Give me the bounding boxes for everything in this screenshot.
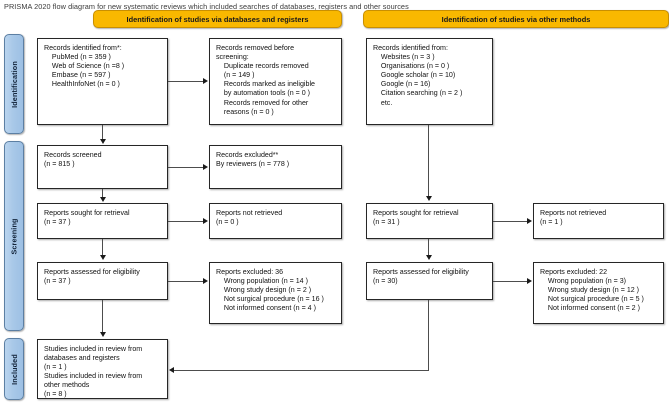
stage-bar-included: Included — [4, 338, 24, 400]
arrowhead-assessed-to-excluded — [203, 278, 208, 284]
arrowhead-other-assessed-to-excluded — [527, 278, 532, 284]
arrowhead-identified-to-screened — [99, 139, 106, 144]
box-records-excluded: Records excluded** By reviewers (n = 778… — [209, 145, 342, 189]
stage-label-identification: Identification — [9, 60, 19, 108]
box-reports-excluded-databases: Reports excluded: 36 Wrong population (n… — [209, 262, 342, 324]
arrowhead-sought-to-assessed — [99, 255, 106, 260]
diagram-caption: PRISMA 2020 flow diagram for new systema… — [4, 2, 409, 11]
box-reports-sought-databases: Reports sought for retrieval (n = 37 ) — [37, 203, 168, 239]
stage-label-included: Included — [9, 353, 19, 385]
connector-other-identified-to-sought — [428, 125, 429, 197]
box-reports-sought-other-methods: Reports sought for retrieval (n = 31 ) — [366, 203, 493, 239]
arrowhead-other-sought-to-assessed — [425, 255, 432, 260]
connector-other-assessed-to-included-horizontal — [174, 370, 429, 371]
header-other-methods: Identification of studies via other meth… — [363, 10, 669, 28]
arrowhead-sought-to-not-retrieved — [203, 218, 208, 224]
connector-sought-to-not-retrieved — [168, 221, 204, 222]
header-databases-and-registers: Identification of studies via databases … — [93, 10, 342, 28]
connector-other-sought-to-assessed — [428, 239, 429, 255]
connector-identified-to-removed — [168, 81, 204, 82]
arrowhead-other-identified-to-sought — [425, 196, 432, 201]
connector-other-assessed-to-excluded — [493, 281, 528, 282]
box-records-identified-other-methods: Records identified from: Websites (n = 3… — [366, 38, 493, 125]
connector-assessed-to-excluded — [168, 281, 204, 282]
box-reports-not-retrieved-databases: Reports not retrieved (n = 0 ) — [209, 203, 342, 239]
box-reports-assessed-databases: Reports assessed for eligibility (n = 37… — [37, 262, 168, 300]
connector-other-sought-to-not-retrieved — [493, 221, 528, 222]
connector-screened-to-excluded — [168, 167, 204, 168]
box-records-identified-databases: Records identified from*: PubMed (n = 35… — [37, 38, 168, 125]
box-records-removed-before-screening: Records removed before screening: Duplic… — [209, 38, 342, 125]
arrowhead-other-sought-to-not-retrieved — [527, 218, 532, 224]
box-reports-assessed-other-methods: Reports assessed for eligibility (n = 30… — [366, 262, 493, 300]
arrowhead-assessed-to-included — [99, 332, 106, 337]
stage-bar-screening: Screening — [4, 141, 24, 331]
box-records-screened: Records screened (n = 815 ) — [37, 145, 168, 189]
connector-screened-to-sought — [102, 189, 103, 198]
arrowhead-other-assessed-to-included — [169, 367, 174, 373]
stage-bar-identification: Identification — [4, 34, 24, 134]
connector-other-assessed-to-included-vertical — [428, 300, 429, 370]
arrowhead-identified-to-removed — [203, 78, 208, 84]
box-reports-not-retrieved-other-methods: Reports not retrieved (n = 1 ) — [533, 203, 664, 239]
connector-identified-to-screened — [102, 125, 103, 140]
box-reports-excluded-other-methods: Reports excluded: 22 Wrong population (n… — [533, 262, 664, 324]
arrowhead-screened-to-excluded — [203, 164, 208, 170]
arrowhead-screened-to-sought — [99, 197, 106, 202]
box-studies-included: Studies included in review from database… — [37, 339, 168, 399]
connector-sought-to-assessed — [102, 239, 103, 255]
stage-label-screening: Screening — [9, 217, 19, 255]
connector-assessed-to-included — [102, 300, 103, 332]
